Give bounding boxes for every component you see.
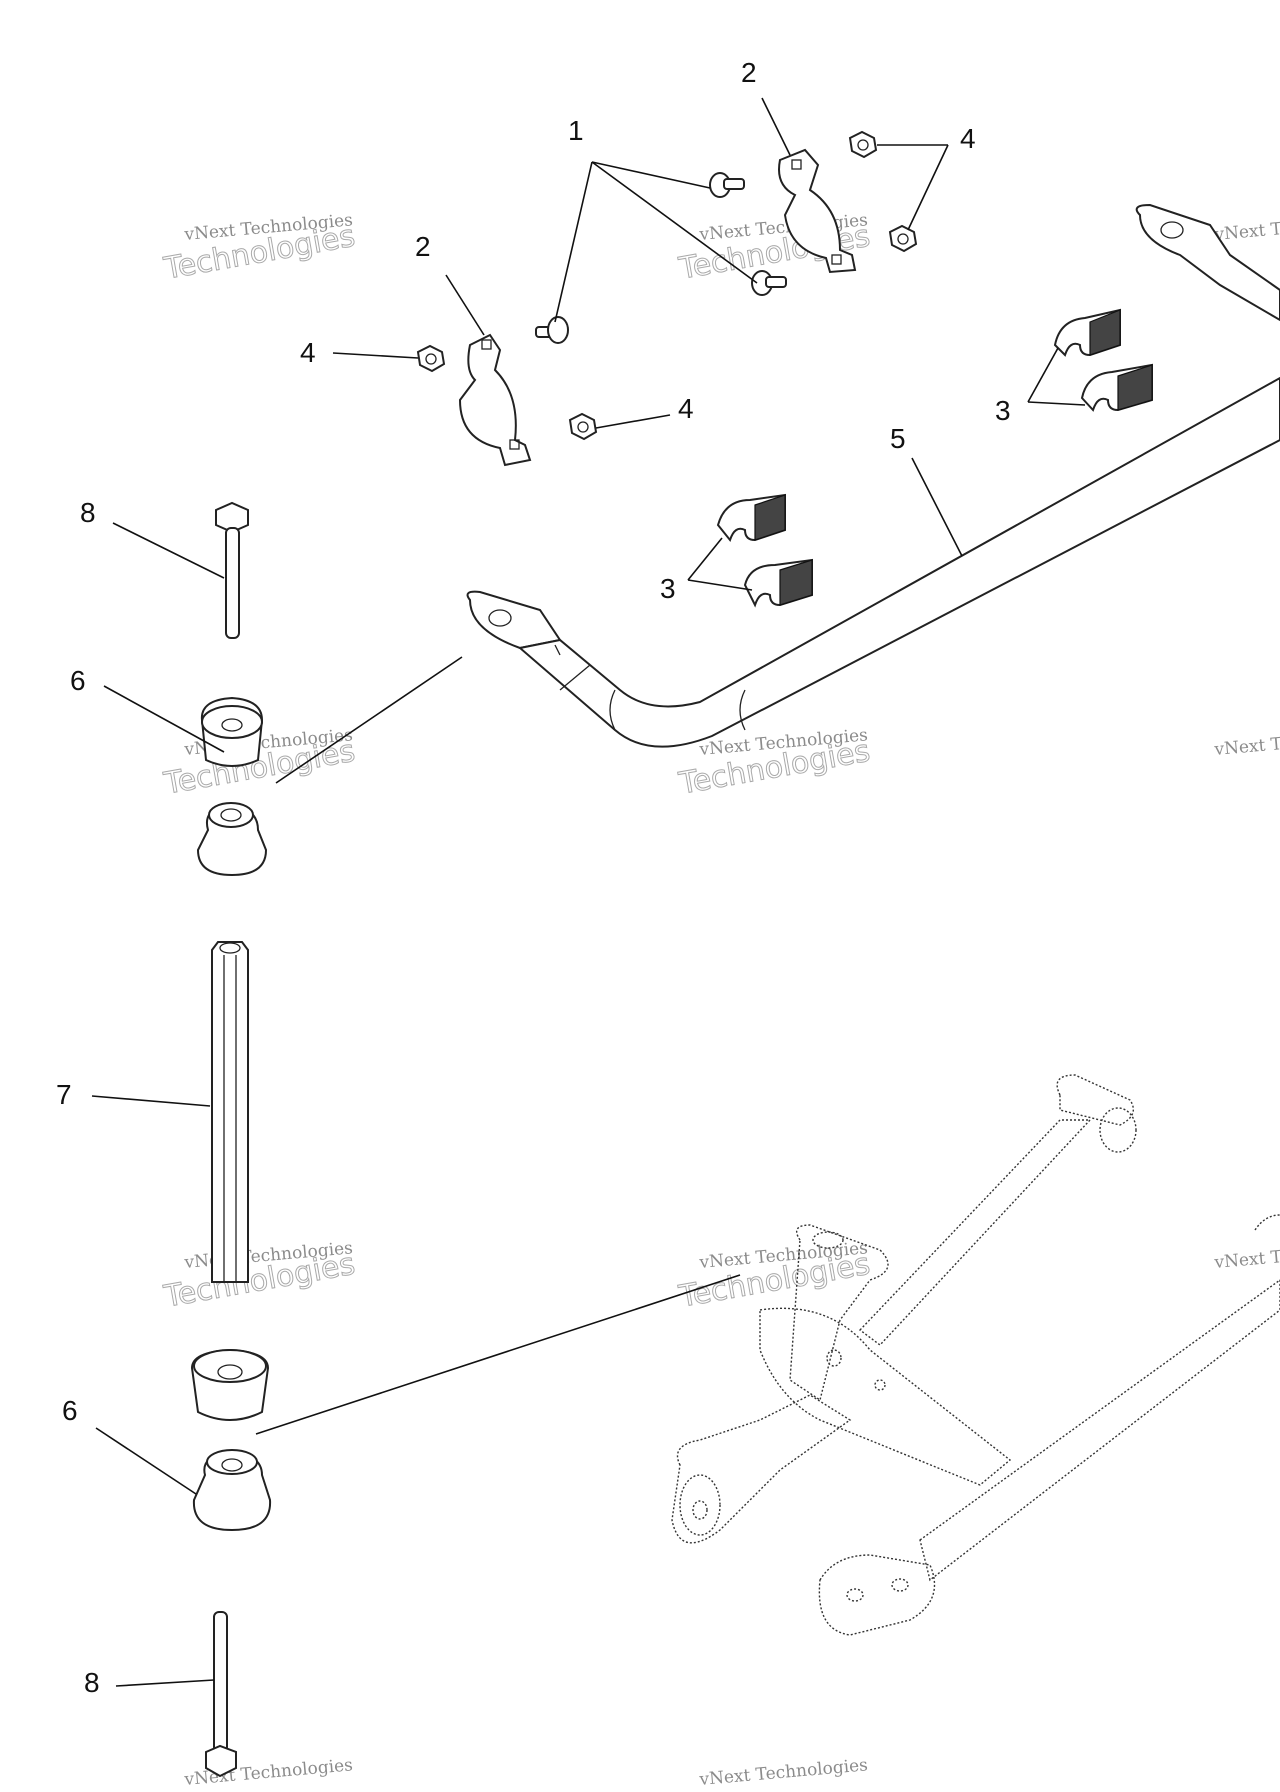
watermark: vNext Technologies [1213,210,1280,245]
bushing-3c [1053,308,1121,357]
watermark: vNext Technologies [698,1755,869,1790]
watermark: Technologies vNext Technologies [160,210,358,287]
callout-3-right: 3 [995,395,1011,426]
callout-4-middle: 4 [678,393,694,424]
bushing-3b [743,558,813,608]
callout-labels: 1 2 2 4 4 4 3 3 5 8 6 7 6 8 [56,57,1011,1698]
grommet-6-top-upper [200,696,264,767]
callout-4-upper: 4 [960,123,976,154]
callout-4-left: 4 [300,337,316,368]
bolt-1c [535,316,569,344]
bolt-1b [751,270,787,296]
watermark: vNext Technologies [1213,1238,1280,1273]
callout-6-top: 6 [70,665,86,696]
watermark: Technologies vNext Technologies [675,725,873,802]
watermark: vNext Technologies [1213,725,1280,760]
callout-8-bottom: 8 [84,1667,100,1698]
leader-lines [91,97,1086,1687]
watermark-small-text: vNext Technologies [1213,1238,1280,1273]
callout-7: 7 [56,1079,72,1110]
grommet-6-top-lower [196,802,268,877]
bracket-clamp-right [778,148,857,274]
bolt-8-top [215,501,249,639]
grommet-6-bottom-upper [190,1348,270,1421]
callout-3-left: 3 [660,573,676,604]
callout-5: 5 [890,423,906,454]
callout-1: 1 [568,115,584,146]
bolt-8-bottom [205,1611,237,1778]
watermark-layer: Technologies vNext Technologies Technolo… [160,210,1280,1790]
stabilizer-bar [466,203,1280,748]
frame-reference [671,1074,1280,1636]
watermark: Technologies vNext Technologies [675,210,873,287]
callout-2-right: 2 [741,57,757,88]
grommet-6-bottom-lower [192,1449,272,1532]
watermark-small-text: vNext Technologies [1213,725,1280,760]
bracket-clamp-left [458,333,532,467]
bushing-3a [716,493,786,543]
nut-4d [568,412,598,441]
callout-6-bottom: 6 [62,1395,78,1426]
bushing-3d [1080,363,1153,412]
callout-8-top: 8 [80,497,96,528]
callout-2-left: 2 [415,231,431,262]
spacer-7 [211,941,249,1283]
watermark: Technologies vNext Technologies [160,1238,358,1315]
nut-4a [848,130,878,159]
bolt-1a [709,172,745,198]
watermark: Technologies vNext Technologies [675,1238,873,1315]
watermark-small-text: vNext Technologies [698,1755,869,1790]
nut-4b [888,224,918,253]
watermark-small-text: vNext Technologies [1213,210,1280,245]
nut-4c [416,344,446,373]
